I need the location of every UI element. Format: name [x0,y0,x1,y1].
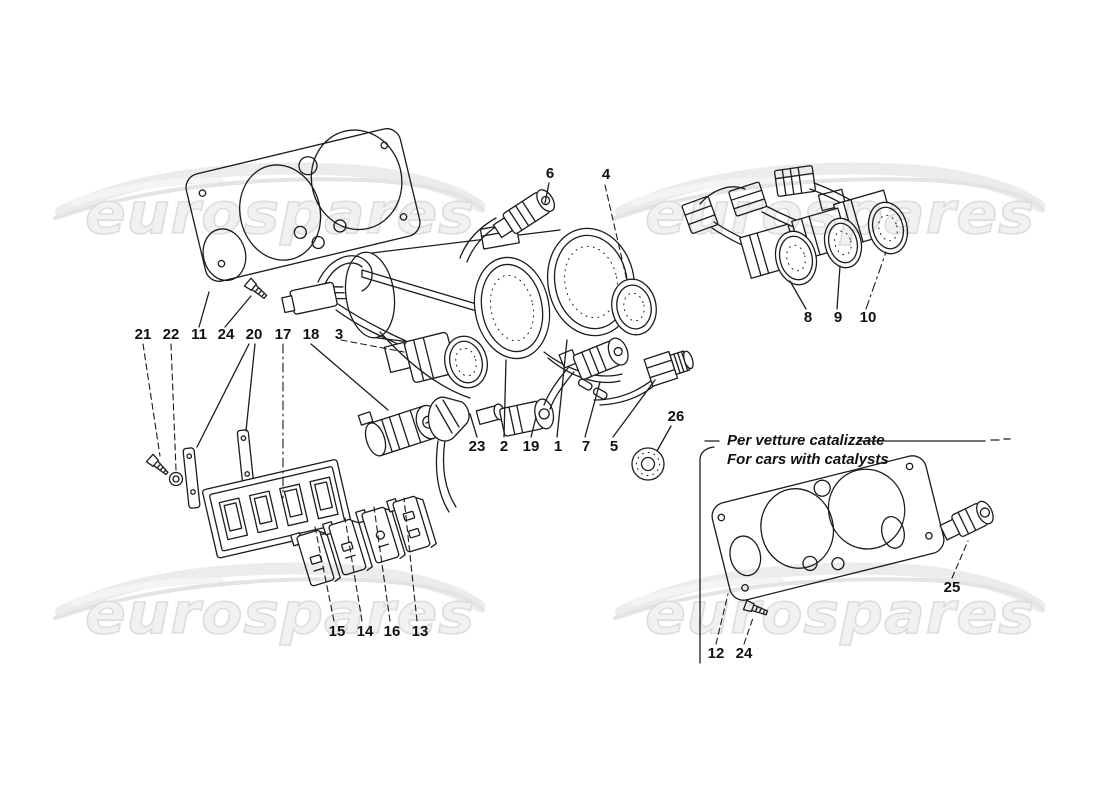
callout-1: 1 [554,438,562,455]
bulb-socket-7 [543,337,629,410]
bulb-socket-6 [459,189,556,263]
callout-21: 21 [135,326,152,343]
callout-22: 22 [163,326,180,343]
callout-4: 4 [602,166,611,183]
bulb-socket-25 [939,500,994,541]
callout-6: 6 [546,165,554,182]
callout-19: 19 [523,438,540,455]
callout-7: 7 [582,438,590,455]
callout-10: 10 [860,309,877,326]
watermark-text-top-right: eurospares [645,181,1035,247]
screw-21 [145,453,169,476]
screw-24-top [243,277,268,300]
callout-17: 17 [275,326,292,343]
screw-24-bottom [742,599,769,616]
callout-14: 14 [357,623,374,640]
watermark-band-bottom: eurospares eurospares [55,569,1043,648]
callout-8: 8 [804,309,812,326]
rail-20-b [236,429,255,489]
grommet-26 [631,447,665,481]
watermark-text-bottom-left: eurospares [85,581,475,647]
callout-2: 2 [500,438,508,455]
callout-3: 3 [335,326,343,343]
rocker-switch-16 [355,506,406,564]
rail-20-a [182,447,201,509]
callout-9: 9 [834,309,842,326]
nut-22 [168,471,184,487]
rocker-switch-14 [322,518,373,576]
callout-24-bottom: 24 [736,645,753,662]
rocker-switch-13 [386,495,437,553]
callout-11: 11 [191,326,207,343]
sensor-5 [593,350,694,406]
callout-16: 16 [384,623,401,640]
instrument-cluster-main [281,222,657,399]
catalyst-note-line1: Per vetture catalizzate [727,432,885,449]
callout-20: 20 [246,326,263,343]
callout-24-top: 24 [218,326,235,343]
catalyst-note-frame [699,438,1011,664]
callout-23: 23 [469,438,486,455]
callout-15: 15 [329,623,346,640]
bulb-socket-19 [499,398,555,437]
watermark-text-top-left: eurospares [85,181,475,247]
callout-13: 13 [412,623,429,640]
watermark-text-bottom-right: eurospares [645,581,1035,647]
watermark-band-top: eurospares eurospares [55,169,1043,248]
callout-5: 5 [610,438,618,455]
callout-12: 12 [708,645,725,662]
callout-18: 18 [303,326,320,343]
catalyst-note-line2: For cars with catalysts [727,451,889,468]
callout-26: 26 [668,408,685,425]
boot-23 [427,396,470,513]
callout-labels: 21 22 11 24 20 17 18 3 6 4 8 9 10 23 2 1… [135,165,961,662]
